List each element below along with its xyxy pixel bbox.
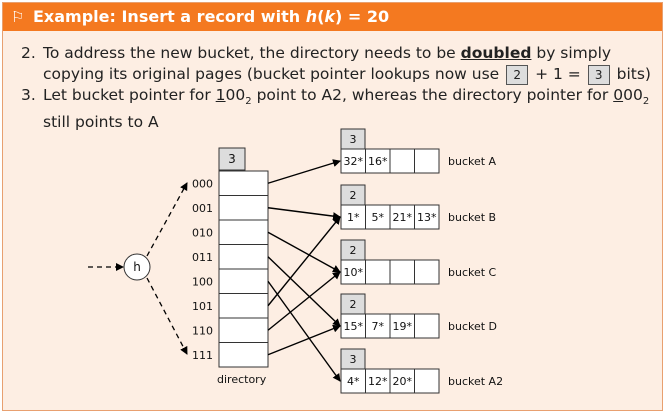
bucket-record: 21*	[393, 211, 413, 224]
list-item-3: 3. Let bucket pointer for 1002 point to …	[21, 86, 650, 132]
directory-entry-label: 101	[192, 300, 213, 313]
directory-slot	[218, 342, 269, 368]
bucket-slot	[340, 204, 366, 230]
local-depth-value: 3	[350, 353, 357, 366]
directory-slot	[218, 195, 269, 221]
bucket-slot	[414, 204, 440, 230]
bucket-pointers	[267, 159, 341, 382]
bucket-slot	[389, 148, 415, 174]
bucket-pointer-arrow	[267, 271, 341, 331]
directory-entry-label: 001	[192, 202, 213, 215]
bucket-pointer-arrow	[267, 159, 341, 184]
hash-arrow-down	[146, 277, 188, 355]
directory-slot	[218, 219, 269, 245]
bucket-pointer-arrow	[267, 231, 341, 273]
bucket-slot	[340, 368, 366, 394]
directory-entry-label: 010	[192, 226, 213, 239]
directory-entry-label: 000	[192, 177, 213, 190]
bucket-record: 16*	[368, 155, 388, 168]
bucket-slot	[389, 368, 415, 394]
bucket-pointer-arrow	[267, 216, 341, 307]
directory-entry-label: 100	[192, 275, 213, 288]
explanation-text: 2. To address the new bucket, the direct…	[21, 43, 656, 133]
bucket-slot	[389, 204, 415, 230]
buckets: 332*16*bucket A21*5*21*13*bucket B210*bu…	[340, 128, 503, 394]
bucket-record: 1*	[347, 211, 360, 224]
global-depth-value: 3	[228, 152, 236, 166]
hash-function-label: h	[133, 260, 141, 274]
directory-entry-label: 110	[192, 324, 213, 337]
local-depth-value: 3	[350, 133, 357, 146]
list-item-2: 2. To address the new bucket, the direct…	[21, 44, 651, 85]
bucket-record: 15*	[344, 320, 364, 333]
bucket-slot	[365, 259, 391, 285]
bucket-record: 19*	[393, 320, 413, 333]
bucket-slot	[365, 313, 391, 339]
directory-slot	[218, 268, 269, 294]
global-depth-box	[218, 147, 246, 171]
bucket-name-label: bucket A2	[448, 375, 503, 388]
hash-arrows: h	[88, 182, 188, 355]
bucket-slot	[365, 148, 391, 174]
bucket-pointer-arrow	[267, 280, 341, 382]
directory-slot	[218, 293, 269, 319]
directory-slot	[218, 317, 269, 343]
hash-arrow-up	[146, 182, 188, 257]
directory-label: directory	[217, 373, 267, 386]
bucket-pointer-arrow	[267, 207, 341, 221]
bucket-name-label: bucket C	[448, 266, 497, 279]
bucket-record: 20*	[393, 375, 413, 388]
bucket-record: 4*	[347, 375, 360, 388]
directory-slot	[218, 244, 269, 270]
bucket-slot	[414, 148, 440, 174]
bucket-pointer-arrow	[267, 256, 341, 327]
bucket-record: 32*	[344, 155, 364, 168]
bits-box-new: 3	[587, 64, 610, 85]
hash-function-node	[123, 253, 151, 281]
bucket-record: 13*	[417, 211, 437, 224]
bucket-slot	[414, 368, 440, 394]
bucket-pointer-arrow	[267, 324, 341, 356]
directory-entry-label: 011	[192, 251, 213, 264]
bucket-name-label: bucket B	[448, 211, 496, 224]
bucket-slot	[365, 204, 391, 230]
local-depth-value: 2	[350, 189, 357, 202]
local-depth-value: 2	[350, 244, 357, 257]
bucket-slot	[414, 259, 440, 285]
bucket-slot	[389, 259, 415, 285]
local-depth-value: 2	[350, 298, 357, 311]
directory-slot	[218, 170, 269, 196]
flag-icon: ⚐	[11, 8, 25, 26]
bucket-name-label: bucket D	[448, 320, 497, 333]
bucket-record: 12*	[368, 375, 388, 388]
bucket-record: 5*	[372, 211, 385, 224]
bucket-record: 7*	[372, 320, 385, 333]
directory: 3 000 001 010 011 100 101 110 111 directory	[192, 147, 269, 386]
bucket-record: 10*	[344, 266, 364, 279]
bucket-slot	[414, 313, 440, 339]
bucket-name-label: bucket A	[448, 155, 497, 168]
example-title: Example: Insert a record with h(k) = 20	[33, 7, 390, 26]
bits-box-old: 2	[506, 64, 529, 85]
example-header: ⚐ Example: Insert a record with h(k) = 2…	[3, 3, 662, 31]
directory-entry-label: 111	[192, 349, 213, 362]
